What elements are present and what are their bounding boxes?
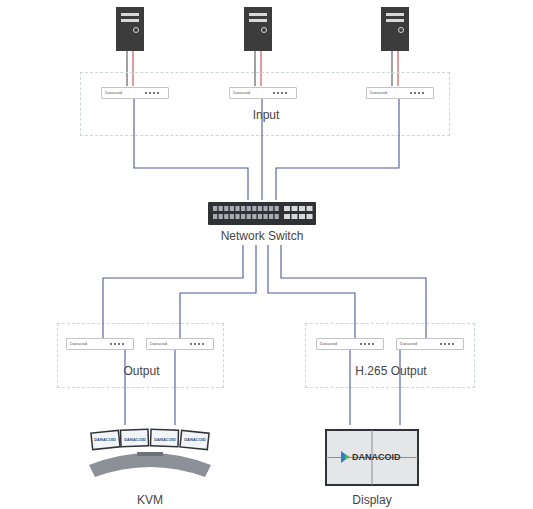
brand-text: Danacoid [70, 342, 110, 346]
node-label: Display [320, 494, 424, 506]
h265-output-group: H.265 Output Danacoid Danacoid [305, 323, 475, 388]
node-label: Output [58, 365, 225, 377]
node-label: DANACOID [122, 438, 148, 442]
network-cable [281, 245, 426, 338]
node-label: DANACOID [182, 438, 208, 442]
network-cable [399, 350, 400, 425]
decoder-device: Danacoid [316, 338, 384, 350]
node-label: DANACOID [93, 438, 117, 442]
network-cable [103, 245, 243, 338]
network-cable [261, 99, 262, 200]
computer-tower [244, 7, 272, 86]
switch-illustration [205, 200, 319, 226]
brand-text: Danacoid [370, 91, 410, 95]
network-switch: Network Switch [205, 200, 319, 245]
computer-tower [116, 7, 144, 86]
output-group: Output Danacoid Danacoid [57, 323, 224, 388]
encoder-device: Danacoid [366, 87, 434, 99]
brand-text: Danacoid [150, 342, 190, 346]
decoder-device: Danacoid [146, 338, 214, 350]
network-cable [276, 99, 399, 200]
node-label: DANACOID [352, 453, 412, 462]
input-group: Input Danacoid Danacoid Danacoid [80, 72, 450, 136]
node-label: KVM [85, 494, 215, 506]
brand-text: Danacoid [105, 91, 145, 95]
decoder-device: Danacoid [66, 338, 134, 350]
network-cable [268, 245, 355, 338]
node-label: H.265 Output [306, 365, 476, 377]
computer-tower [381, 7, 409, 86]
network-cable [134, 99, 248, 200]
node-label: Network Switch [205, 230, 319, 242]
brand-text: Danacoid [320, 342, 360, 346]
kvm-illustration [85, 425, 215, 491]
brand-text: Danacoid [400, 342, 440, 346]
network-cable [124, 350, 125, 425]
encoder-device: Danacoid [229, 87, 297, 99]
network-cable [174, 350, 175, 425]
network-cable [349, 350, 350, 425]
brand-text: Danacoid [233, 91, 273, 95]
decoder-device: Danacoid [396, 338, 464, 350]
video-wall-display: DANACOID Display [320, 425, 424, 509]
encoder-device: Danacoid [101, 87, 169, 99]
network-cable [180, 245, 256, 338]
kvm-station: DANACOID DANACOID DANACOID DANACOID KVM [85, 425, 215, 509]
node-label: DANACOID [152, 438, 178, 442]
node-label: Input [81, 109, 451, 121]
